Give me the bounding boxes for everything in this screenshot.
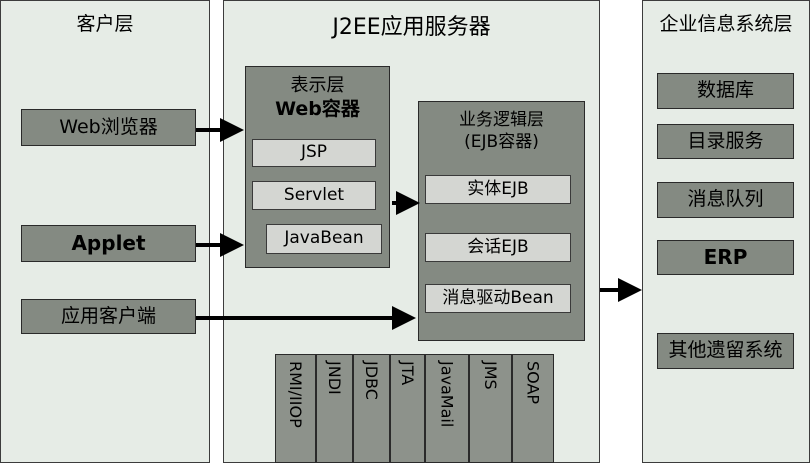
service-jdbc-label: JDBC <box>362 361 381 400</box>
service-jndi: JNDI <box>316 354 353 463</box>
service-rmi-iiop-label: RMI/IIOP <box>286 361 305 428</box>
service-rmi-iiop: RMI/IIOP <box>275 354 316 463</box>
applet-box: Applet <box>21 225 196 262</box>
ejb-container-title-2: (EJB容器) <box>464 132 539 152</box>
javabean-box: JavaBean <box>266 224 382 254</box>
service-jdbc: JDBC <box>353 354 390 463</box>
server-tier-title: J2EE应用服务器 <box>332 15 491 40</box>
legacy-systems-box: 其他遗留系统 <box>657 333 794 369</box>
service-soap: SOAP <box>512 354 554 463</box>
database-box: 数据库 <box>657 73 794 109</box>
service-jms-label: JMS <box>481 361 500 390</box>
servlet-box: Servlet <box>252 181 376 210</box>
client-tier-title: 客户层 <box>76 13 134 35</box>
web-browser-box: Web浏览器 <box>21 109 196 146</box>
web-container-title-1: 表示层 <box>290 75 345 96</box>
message-queue-box: 消息队列 <box>657 182 794 218</box>
service-soap-label: SOAP <box>523 361 543 405</box>
service-jndi-label: JNDI <box>325 361 344 395</box>
message-driven-bean-box: 消息驱动Bean <box>425 284 571 313</box>
session-ejb-box: 会话EJB <box>425 233 571 262</box>
directory-service-box: 目录服务 <box>657 124 794 159</box>
service-javamail-label: JavaMail <box>437 361 457 428</box>
service-javamail: JavaMail <box>425 354 469 463</box>
erp-box: ERP <box>657 240 794 275</box>
app-client-box: 应用客户端 <box>21 299 196 334</box>
service-jta-label: JTA <box>398 361 417 386</box>
jsp-box: JSP <box>252 139 376 167</box>
web-container-title-2: Web容器 <box>275 98 360 120</box>
entity-ejb-box: 实体EJB <box>425 175 571 204</box>
eis-tier-title: 企业信息系统层 <box>659 13 793 35</box>
service-jms: JMS <box>469 354 512 463</box>
ejb-container-title-1: 业务逻辑层 <box>459 110 544 130</box>
